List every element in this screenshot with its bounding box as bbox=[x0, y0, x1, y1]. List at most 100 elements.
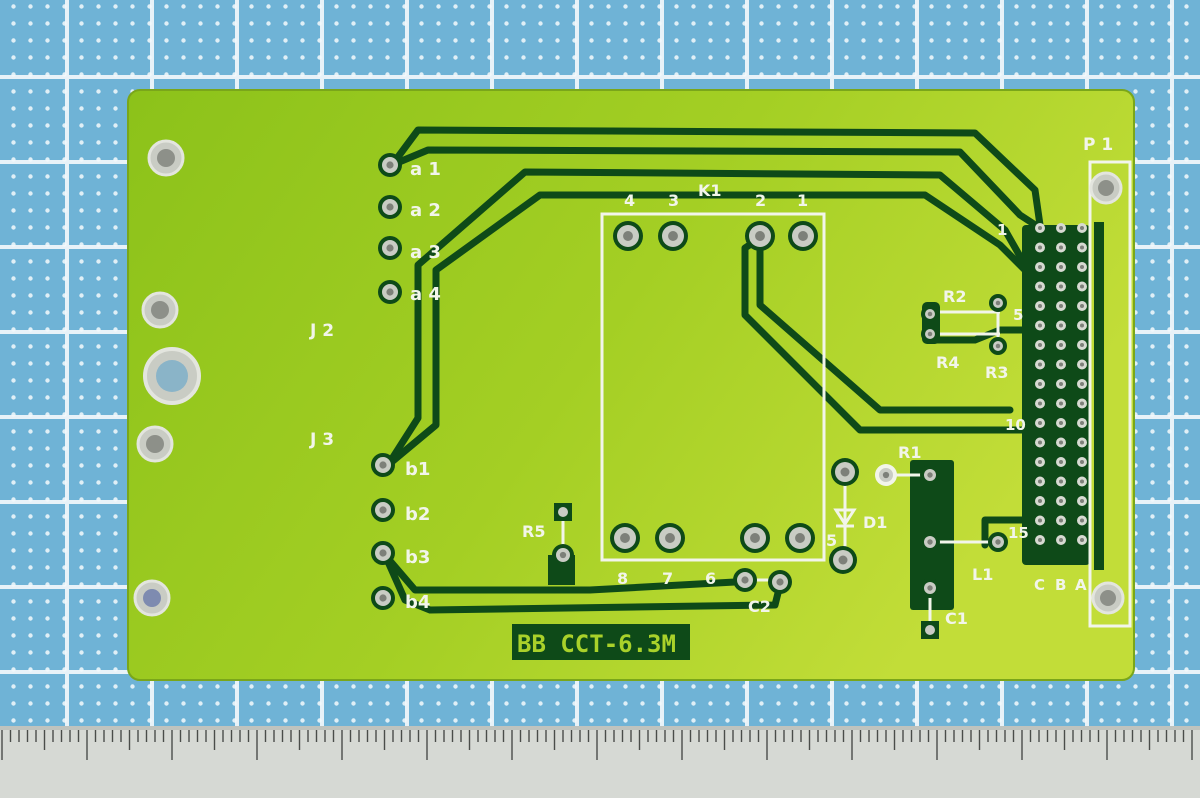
header-pin-hole bbox=[1038, 538, 1042, 542]
label-a4: a 4 bbox=[410, 284, 441, 305]
label-c1: C1 bbox=[945, 609, 968, 628]
pad-a bbox=[378, 280, 402, 304]
header-pin-hole bbox=[1080, 382, 1084, 386]
component-pads bbox=[371, 153, 1008, 639]
header-pin-hole bbox=[1080, 499, 1084, 503]
pad-d1-a bbox=[831, 458, 859, 486]
header-pin-hole bbox=[1038, 382, 1042, 386]
relay-pin-2: 2 bbox=[755, 191, 766, 210]
relay-pad bbox=[610, 523, 640, 553]
label-b1: b1 bbox=[405, 459, 430, 480]
header-pin-hole bbox=[1059, 421, 1063, 425]
header-pin-hole bbox=[1038, 479, 1042, 484]
label-c2: C2 bbox=[748, 597, 771, 616]
pad-b bbox=[371, 541, 395, 565]
ruler bbox=[0, 726, 1200, 798]
header-pin-hole bbox=[1059, 343, 1063, 347]
pad-a bbox=[378, 195, 402, 219]
label-r2: R2 bbox=[943, 287, 966, 306]
header-row-15: 15 bbox=[1008, 524, 1029, 542]
header-pin-hole bbox=[1038, 401, 1042, 406]
label-d1: D1 bbox=[863, 513, 887, 532]
relay-outline bbox=[600, 212, 826, 562]
header-pin-hole bbox=[1038, 245, 1042, 250]
header-col-a: A bbox=[1075, 576, 1087, 594]
header-pin-hole bbox=[1059, 323, 1063, 328]
label-a3: a 3 bbox=[410, 242, 441, 263]
relay-pin-7: 7 bbox=[662, 569, 673, 588]
header-pin-hole bbox=[1059, 440, 1063, 445]
label-l1: L1 bbox=[972, 565, 993, 584]
header-pin-hole bbox=[1080, 323, 1084, 328]
header-pin-hole bbox=[1059, 226, 1063, 230]
pad-c1-a bbox=[920, 578, 940, 598]
pad-r1-b bbox=[920, 465, 940, 485]
pcb-board: J 2 J 3 P 1 a 1 a 2 a 3 a 4 b1 b2 b3 b4 … bbox=[127, 89, 1135, 681]
label-b2: b2 bbox=[405, 504, 430, 525]
header-pin-hole bbox=[1059, 265, 1063, 269]
pad-b bbox=[371, 586, 395, 610]
header-row-1: 1 bbox=[997, 221, 1007, 239]
relay-pad bbox=[788, 221, 818, 251]
label-r5: R5 bbox=[522, 522, 545, 541]
label-p1: P 1 bbox=[1083, 135, 1113, 155]
relay-pad bbox=[785, 523, 815, 553]
header-pin-hole bbox=[1080, 343, 1084, 347]
pad-c2-b bbox=[768, 570, 792, 594]
label-a1: a 1 bbox=[410, 159, 441, 180]
header-pin-hole bbox=[1059, 304, 1063, 308]
header-pin-hole bbox=[1059, 245, 1063, 250]
pad-r1-a bbox=[875, 464, 897, 486]
pad-a bbox=[378, 153, 402, 177]
header-col-b: B bbox=[1055, 576, 1066, 594]
header-pin-hole bbox=[1038, 304, 1042, 308]
header-pin-hole bbox=[1038, 440, 1042, 445]
brand-label: BB CCT-6.3M bbox=[517, 630, 676, 658]
header-pin-hole bbox=[1080, 460, 1084, 464]
header-pin-hole bbox=[1080, 421, 1084, 425]
header-pin-hole bbox=[1080, 284, 1084, 289]
header-pin-hole bbox=[1080, 479, 1084, 484]
pad-r2-a bbox=[921, 305, 939, 323]
relay-pad bbox=[655, 523, 685, 553]
header-pin-hole bbox=[1080, 518, 1084, 523]
header-col-c: C bbox=[1034, 576, 1045, 594]
header-pin-hole bbox=[1038, 460, 1042, 464]
header-pin-hole bbox=[1080, 245, 1084, 250]
label-r4: R4 bbox=[936, 353, 959, 372]
header-pin-hole bbox=[1080, 226, 1084, 230]
pad-r2-b bbox=[989, 294, 1007, 312]
mounting-holes bbox=[133, 139, 1125, 617]
pad-r3-b bbox=[989, 337, 1007, 355]
pad-l1-a bbox=[920, 532, 940, 552]
relay-pad bbox=[658, 221, 688, 251]
label-r1: R1 bbox=[898, 443, 921, 462]
label-a2: a 2 bbox=[410, 200, 441, 221]
pad-l1-b bbox=[988, 532, 1008, 552]
header-row-10: 10 bbox=[1005, 416, 1026, 434]
header-pin-hole bbox=[1059, 460, 1063, 464]
pad-r4-a bbox=[921, 325, 939, 343]
pad-r5-b bbox=[552, 544, 574, 566]
header-pin-hole bbox=[1059, 362, 1063, 367]
relay-pad bbox=[740, 523, 770, 553]
header-pin-hole bbox=[1059, 518, 1063, 523]
header-pin-hole bbox=[1038, 362, 1042, 367]
square-pad bbox=[554, 503, 572, 521]
header-pin-hole bbox=[1080, 440, 1084, 445]
brand-plate bbox=[512, 624, 690, 660]
header-pads bbox=[1035, 223, 1087, 545]
header-pin-hole bbox=[1038, 421, 1042, 425]
header-pin-hole bbox=[1080, 401, 1084, 406]
relay-pin-4: 4 bbox=[624, 191, 635, 210]
header-pin-hole bbox=[1059, 479, 1063, 484]
pad-d1-k bbox=[829, 546, 857, 574]
header-pin-hole bbox=[1059, 499, 1063, 503]
header-pin-hole bbox=[1038, 518, 1042, 523]
label-j2: J 2 bbox=[309, 321, 334, 341]
relay-pad bbox=[745, 221, 775, 251]
pad-b bbox=[371, 453, 395, 477]
connector-p1-outline bbox=[1088, 160, 1132, 628]
header-pin-hole bbox=[1038, 499, 1042, 503]
